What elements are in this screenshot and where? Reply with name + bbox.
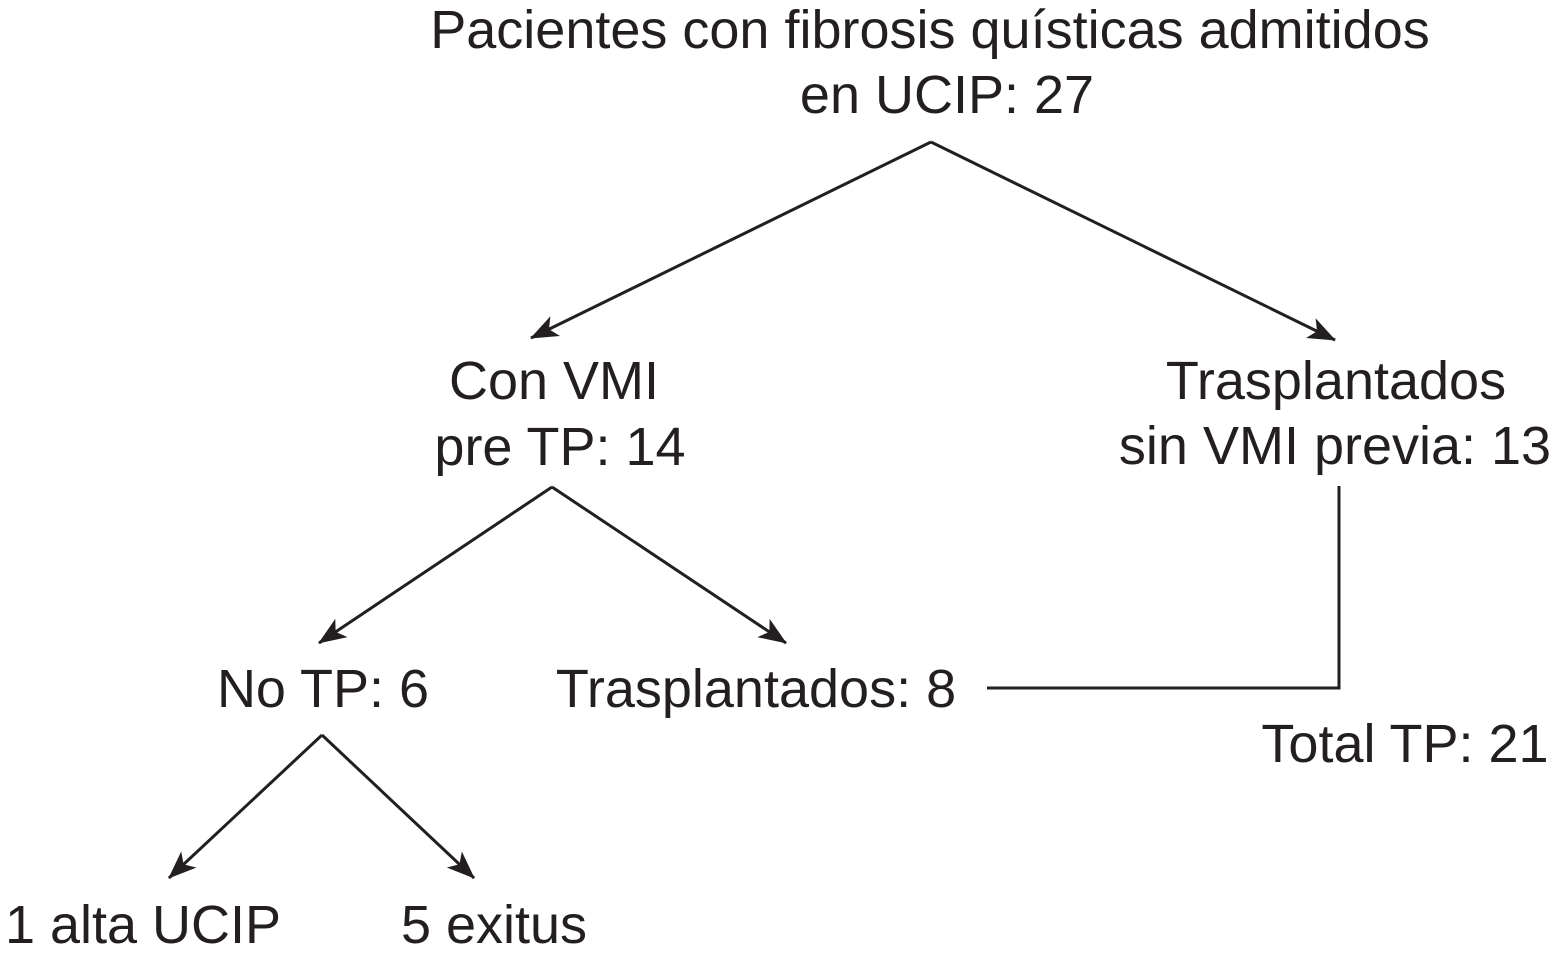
arrow-no-tp-to-exitus [320,733,476,880]
arrow-root-to-trasplantados-sin-vmi [930,140,1336,342]
node-root-line1: Pacientes con fibrosis quísticas admitid… [430,0,1429,60]
node-root: Pacientes con fibrosis quísticas admitid… [430,0,1429,125]
node-total-tp: Total TP: 21 [1261,714,1548,774]
arrow-con-vmi-to-trasplantados [551,485,787,645]
node-trasplantados-sin-vmi: Trasplantados sin VMI previa: 13 [1119,351,1551,476]
node-con-vmi-line1: Con VMI [449,351,659,411]
connector-total-tp [987,486,1341,690]
node-con-vmi: Con VMI pre TP: 14 [434,351,685,477]
node-root-line2: en UCIP: 27 [800,65,1094,125]
node-con-vmi-line2: pre TP: 14 [434,417,685,477]
node-alta-ucip: 1 alta UCIP [5,895,281,955]
node-no-tp: No TP: 6 [217,659,429,719]
arrow-root-to-con-vmi [530,140,932,340]
arrow-no-tp-to-alta-ucip [167,733,324,880]
arrow-con-vmi-to-no-tp [318,485,553,645]
node-trasplantados-sin-vmi-line1: Trasplantados [1166,351,1506,411]
node-trasplantados: Trasplantados: 8 [556,659,956,719]
node-exitus: 5 exitus [401,895,587,955]
node-trasplantados-sin-vmi-line2: sin VMI previa: 13 [1119,416,1551,476]
